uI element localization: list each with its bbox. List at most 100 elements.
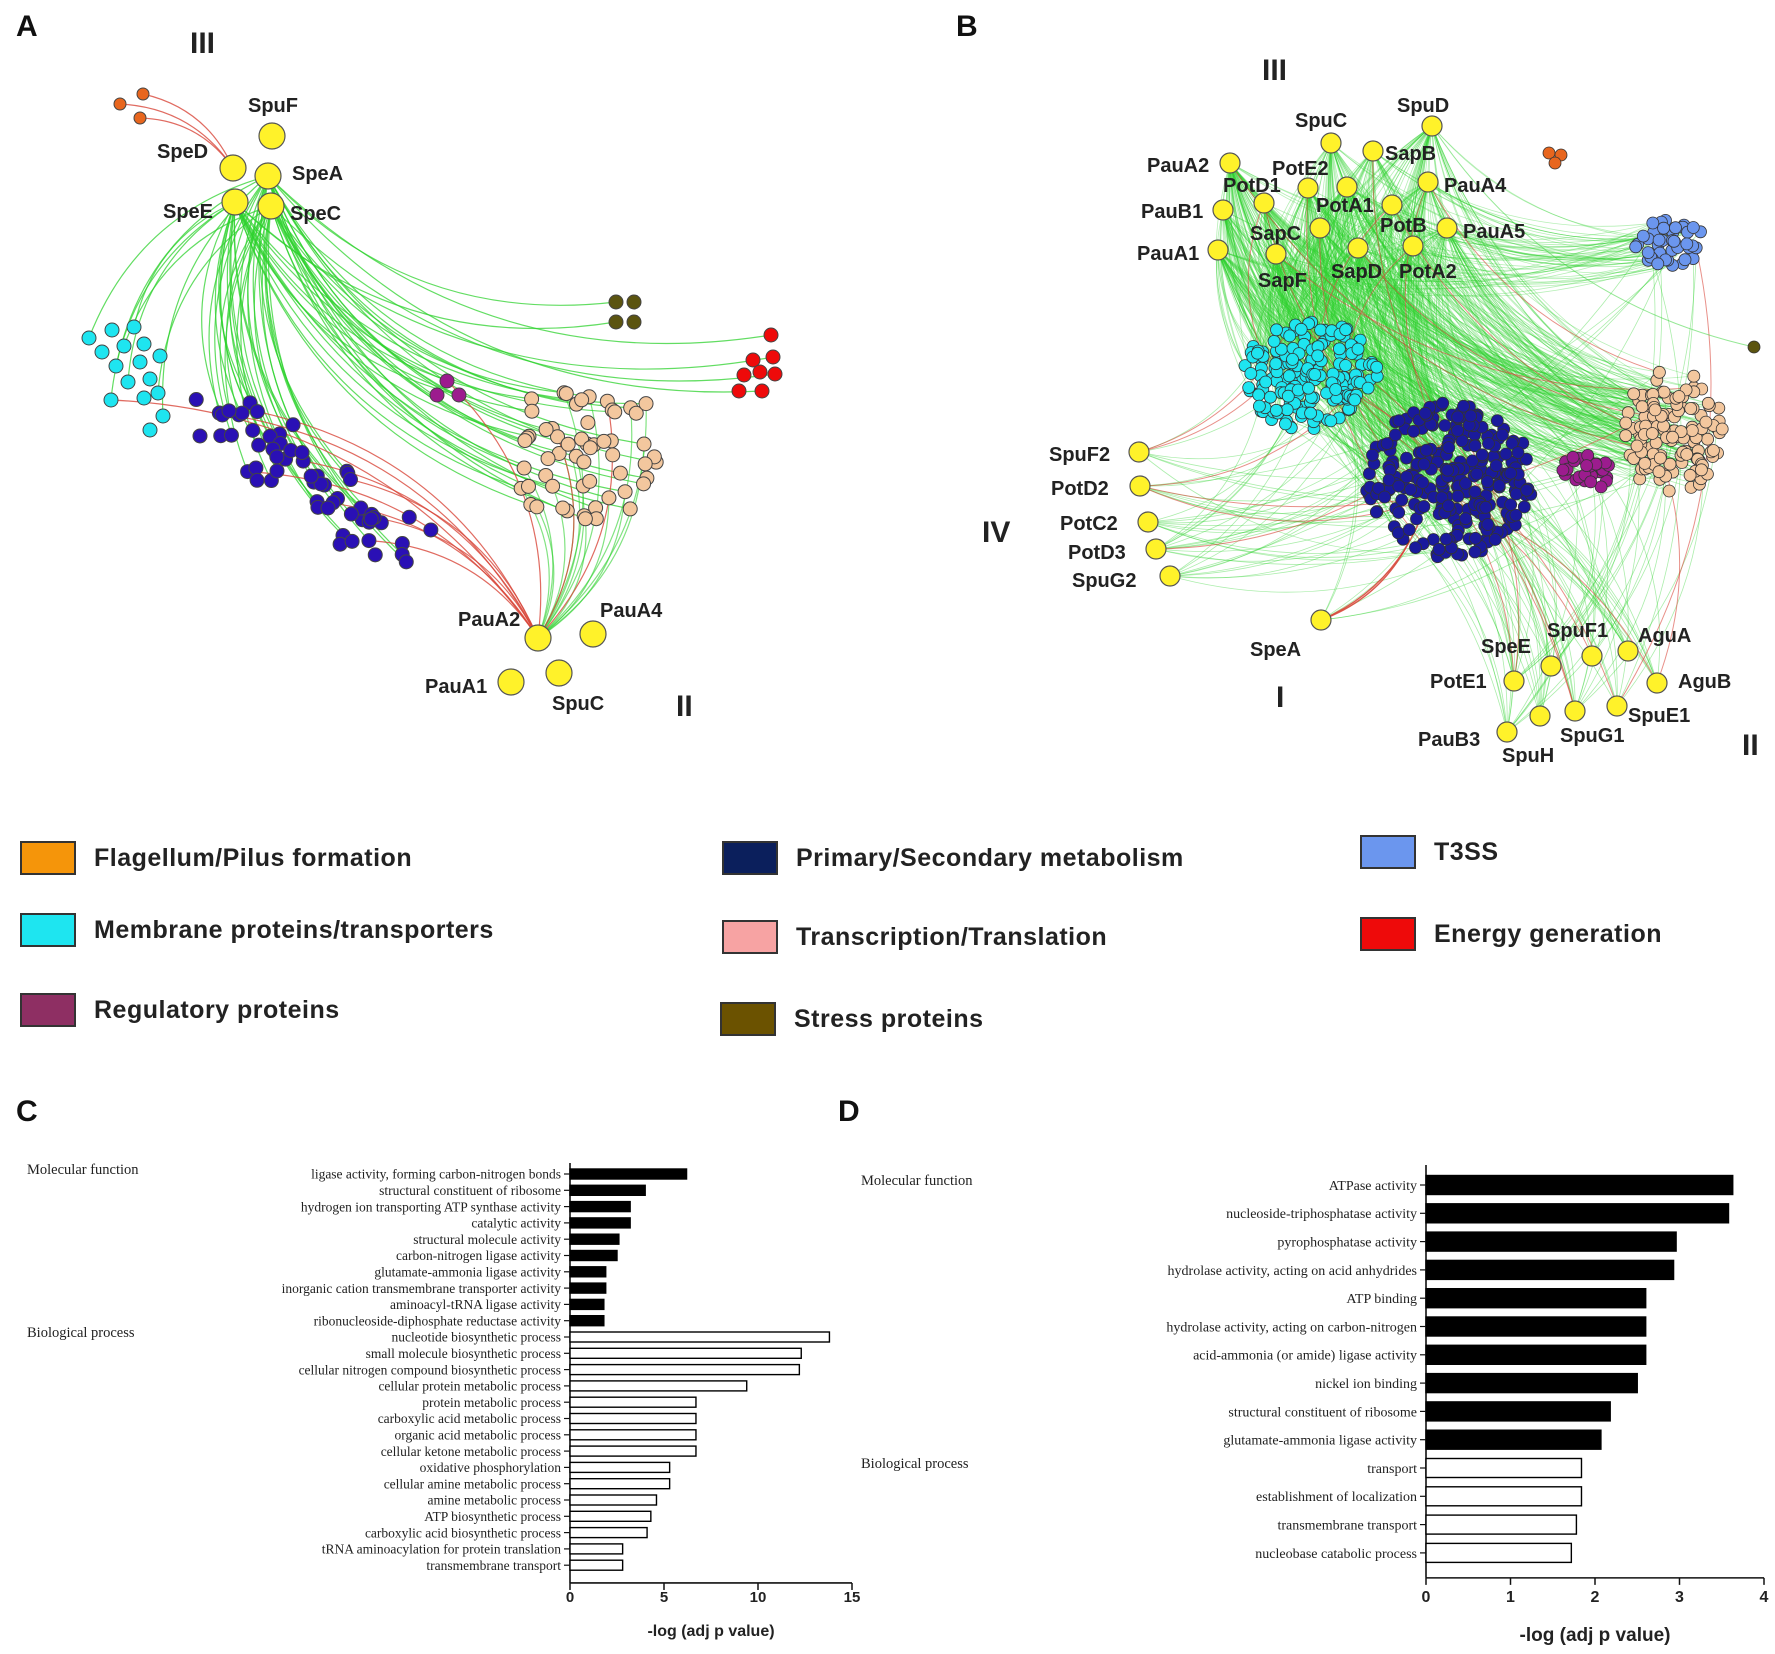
network-edge	[1229, 162, 1654, 412]
network-edge	[1446, 227, 1673, 274]
network-edge	[1311, 245, 1414, 415]
network-edge	[1346, 186, 1642, 440]
legend-item-transcription: Transcription/Translation	[722, 920, 1107, 954]
bar	[1425, 1231, 1677, 1252]
hub-label-paua1: PauA1	[425, 676, 487, 698]
network-edge	[1356, 150, 1407, 459]
network-node	[1683, 468, 1697, 482]
hub-label-spuc: SpuC	[552, 693, 604, 715]
x-tick-label: 3	[1675, 1589, 1684, 1606]
network-edge	[1217, 249, 1344, 378]
hub-node-spuf1	[1581, 645, 1603, 667]
network-node	[576, 454, 592, 470]
bar	[569, 1363, 801, 1376]
network-node	[1504, 466, 1518, 480]
network-edge	[214, 175, 269, 436]
network-edge	[1229, 162, 1434, 419]
network-edge	[1229, 162, 1694, 393]
network-edge	[1307, 181, 1429, 369]
network-node	[1361, 381, 1375, 395]
network-node	[249, 472, 265, 488]
network-edge	[1586, 465, 1629, 707]
network-edge	[1357, 247, 1564, 471]
network-node	[540, 451, 556, 467]
network-edge	[1229, 162, 1653, 395]
network-node	[285, 417, 301, 433]
network-edge	[234, 201, 460, 396]
network-node	[136, 336, 152, 352]
network-edge	[1513, 463, 1646, 682]
network-edge	[1320, 390, 1356, 621]
network-node	[1269, 403, 1283, 417]
panel-label-b: B	[956, 10, 978, 43]
network-edge	[1437, 227, 1472, 417]
network-edge	[234, 201, 615, 413]
network-edge	[1155, 459, 1657, 565]
network-edge	[110, 399, 539, 639]
network-node	[628, 405, 644, 421]
x-tick-label: 0	[1422, 1589, 1431, 1606]
network-edge	[1215, 162, 1251, 392]
hub-label-agub: AguB	[1678, 671, 1731, 693]
network-node	[1459, 476, 1472, 490]
network-node	[1469, 531, 1482, 545]
network-edge	[1330, 142, 1434, 419]
category-label: transport	[1367, 1462, 1417, 1477]
network-edge	[1330, 142, 1653, 260]
hub-label-paub1: PauB1	[1141, 201, 1203, 223]
network-node	[1370, 360, 1384, 374]
network-edge	[267, 175, 590, 398]
network-edge	[1399, 245, 1443, 507]
network-edge	[1425, 227, 1454, 469]
network-edge	[1401, 125, 1433, 425]
network-node	[1451, 489, 1465, 503]
network-node	[303, 468, 319, 484]
network-node	[1442, 441, 1456, 455]
network-node	[1259, 375, 1273, 389]
network-node	[582, 440, 598, 456]
network-edge	[1217, 243, 1638, 290]
hub-label-potd1: PotD1	[1223, 175, 1281, 197]
network-edge	[1383, 245, 1414, 435]
bar	[1425, 1372, 1638, 1394]
category-label: ligase activity, forming carbon-nitrogen…	[311, 1167, 561, 1182]
bar	[569, 1429, 697, 1441]
network-edge	[1446, 227, 1652, 448]
network-edge	[1427, 181, 1586, 482]
network-edge	[1222, 209, 1483, 508]
network-edge	[1263, 202, 1646, 427]
hub-node-paua1	[497, 668, 525, 696]
network-edge	[1229, 162, 1652, 422]
network-edge	[1346, 181, 1429, 330]
network-edge	[1384, 496, 1515, 682]
network-edge	[1147, 442, 1392, 524]
network-edge	[1307, 187, 1407, 420]
network-edge	[1446, 227, 1656, 422]
network-node	[150, 385, 166, 401]
network-node	[1242, 381, 1256, 395]
network-edge	[1391, 204, 1694, 389]
network-node	[1294, 322, 1308, 336]
network-edge	[1275, 227, 1676, 283]
network-edge	[537, 436, 575, 639]
category-label: cellular nitrogen compound biosynthetic …	[299, 1362, 561, 1377]
network-edge	[1311, 204, 1393, 323]
hub-node-paua5	[1436, 217, 1458, 239]
network-node	[136, 390, 152, 406]
cluster-label-ii: II	[1742, 729, 1759, 762]
network-edge	[1427, 181, 1660, 373]
network-node	[1663, 457, 1677, 471]
legend-label-membrane: Membrane proteins/transporters	[94, 915, 494, 944]
network-node	[1269, 357, 1283, 371]
network-edge	[1419, 227, 1448, 408]
network-node	[1630, 439, 1644, 453]
network-node	[560, 436, 576, 452]
network-edge	[1307, 187, 1396, 423]
category-label: catalytic activity	[471, 1216, 561, 1231]
network-edge	[1307, 187, 1675, 418]
network-node	[1701, 396, 1715, 410]
network-edge	[1330, 142, 1694, 389]
network-node	[1488, 533, 1502, 546]
hub-label-spea: SpeA	[292, 163, 343, 185]
network-edge	[1427, 181, 1694, 377]
